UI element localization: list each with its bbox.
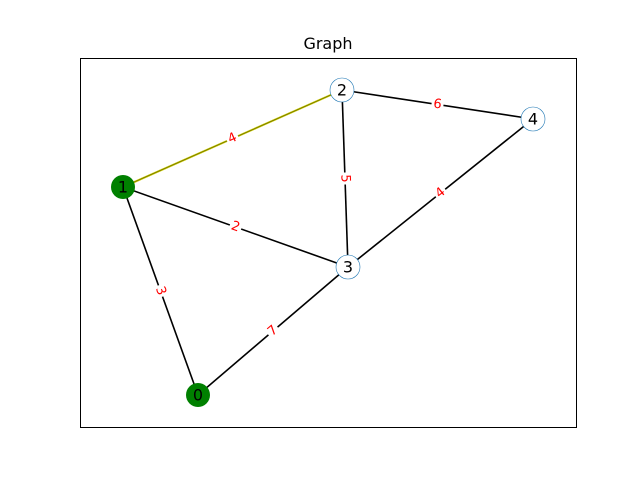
edge-label-background bbox=[227, 217, 244, 237]
edge-weight-label-1-3: 2 bbox=[227, 217, 244, 237]
edge-labels-layer: 4 6 5 2 4 3 7 bbox=[150, 95, 451, 341]
edges-layer bbox=[122, 89, 534, 396]
edge-weight-label-2-4: 6 bbox=[430, 95, 445, 114]
node-3: 3 bbox=[335, 254, 361, 280]
node-circle-4 bbox=[520, 106, 546, 132]
node-circle-2 bbox=[329, 77, 355, 103]
edge-label-background bbox=[336, 172, 354, 185]
node-circle-0 bbox=[186, 383, 210, 407]
edge-weight-label-0-3: 7 bbox=[263, 321, 283, 341]
edge-label-background bbox=[430, 183, 451, 203]
plot-frame bbox=[80, 58, 577, 428]
edge-label-background bbox=[223, 128, 242, 149]
edge-weight-label-3-4: 4 bbox=[430, 183, 451, 203]
edge-weight-label-1-0: 3 bbox=[150, 282, 171, 300]
node-label-0: 0 bbox=[193, 386, 203, 405]
nodes-layer: 0 1 2 3 4 bbox=[111, 77, 546, 407]
edge-label-background bbox=[430, 95, 445, 114]
node-4: 4 bbox=[520, 106, 546, 132]
node-label-4: 4 bbox=[528, 110, 538, 129]
node-0: 0 bbox=[186, 383, 210, 407]
edge-weight-text: 6 bbox=[432, 96, 442, 112]
node-label-1: 1 bbox=[118, 178, 128, 197]
edge-weight-label-2-3: 5 bbox=[336, 172, 354, 185]
edge-label-background bbox=[150, 282, 171, 300]
node-2: 2 bbox=[329, 77, 355, 103]
edge-label-background bbox=[263, 321, 283, 341]
node-circle-1 bbox=[111, 175, 135, 199]
graph-title: Graph bbox=[303, 34, 352, 53]
edge-weight-text: 5 bbox=[337, 174, 352, 183]
edge-weight-label-1-2: 4 bbox=[223, 128, 242, 149]
node-circle-3 bbox=[335, 254, 361, 280]
node-1: 1 bbox=[111, 175, 135, 199]
node-label-2: 2 bbox=[337, 81, 347, 100]
node-label-3: 3 bbox=[343, 258, 353, 277]
